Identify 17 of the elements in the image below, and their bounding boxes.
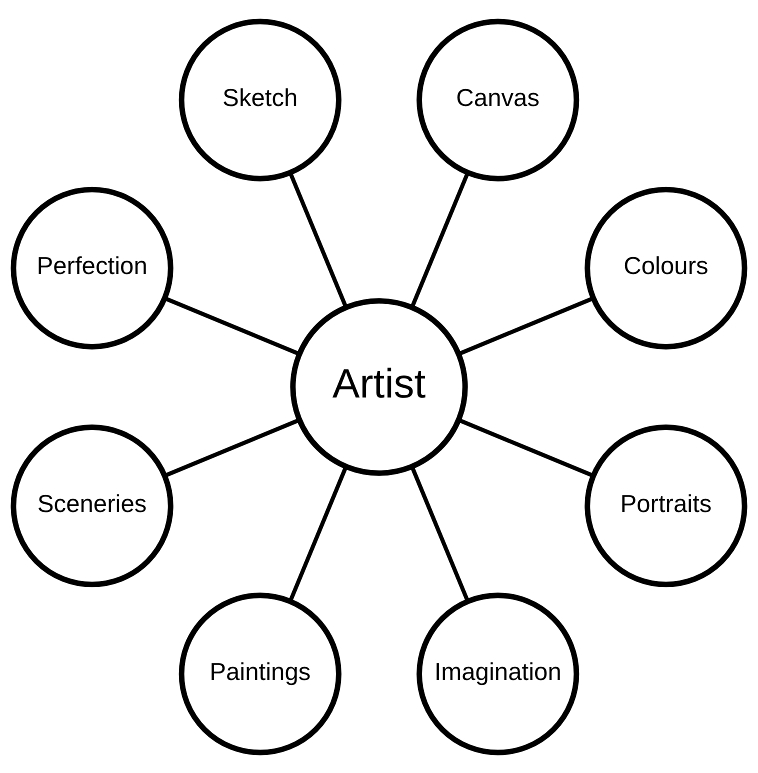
connector — [288, 465, 348, 602]
connector — [164, 418, 300, 478]
connector — [458, 296, 594, 356]
node-circle: Imagination — [416, 592, 580, 755]
node-circle: Perfection — [10, 186, 174, 349]
node-circle: Sceneries — [10, 424, 174, 587]
node-circle: Artist — [290, 298, 468, 476]
connector — [458, 418, 594, 478]
node-circle: Portraits — [584, 424, 748, 587]
connector — [164, 296, 300, 356]
node-circle: Colours — [584, 186, 748, 349]
connector — [410, 465, 470, 602]
connector — [410, 172, 470, 308]
node-circle: Canvas — [416, 18, 580, 181]
node-circle: Sketch — [178, 18, 342, 181]
node-circle: Paintings — [178, 592, 342, 755]
connector — [288, 172, 348, 308]
